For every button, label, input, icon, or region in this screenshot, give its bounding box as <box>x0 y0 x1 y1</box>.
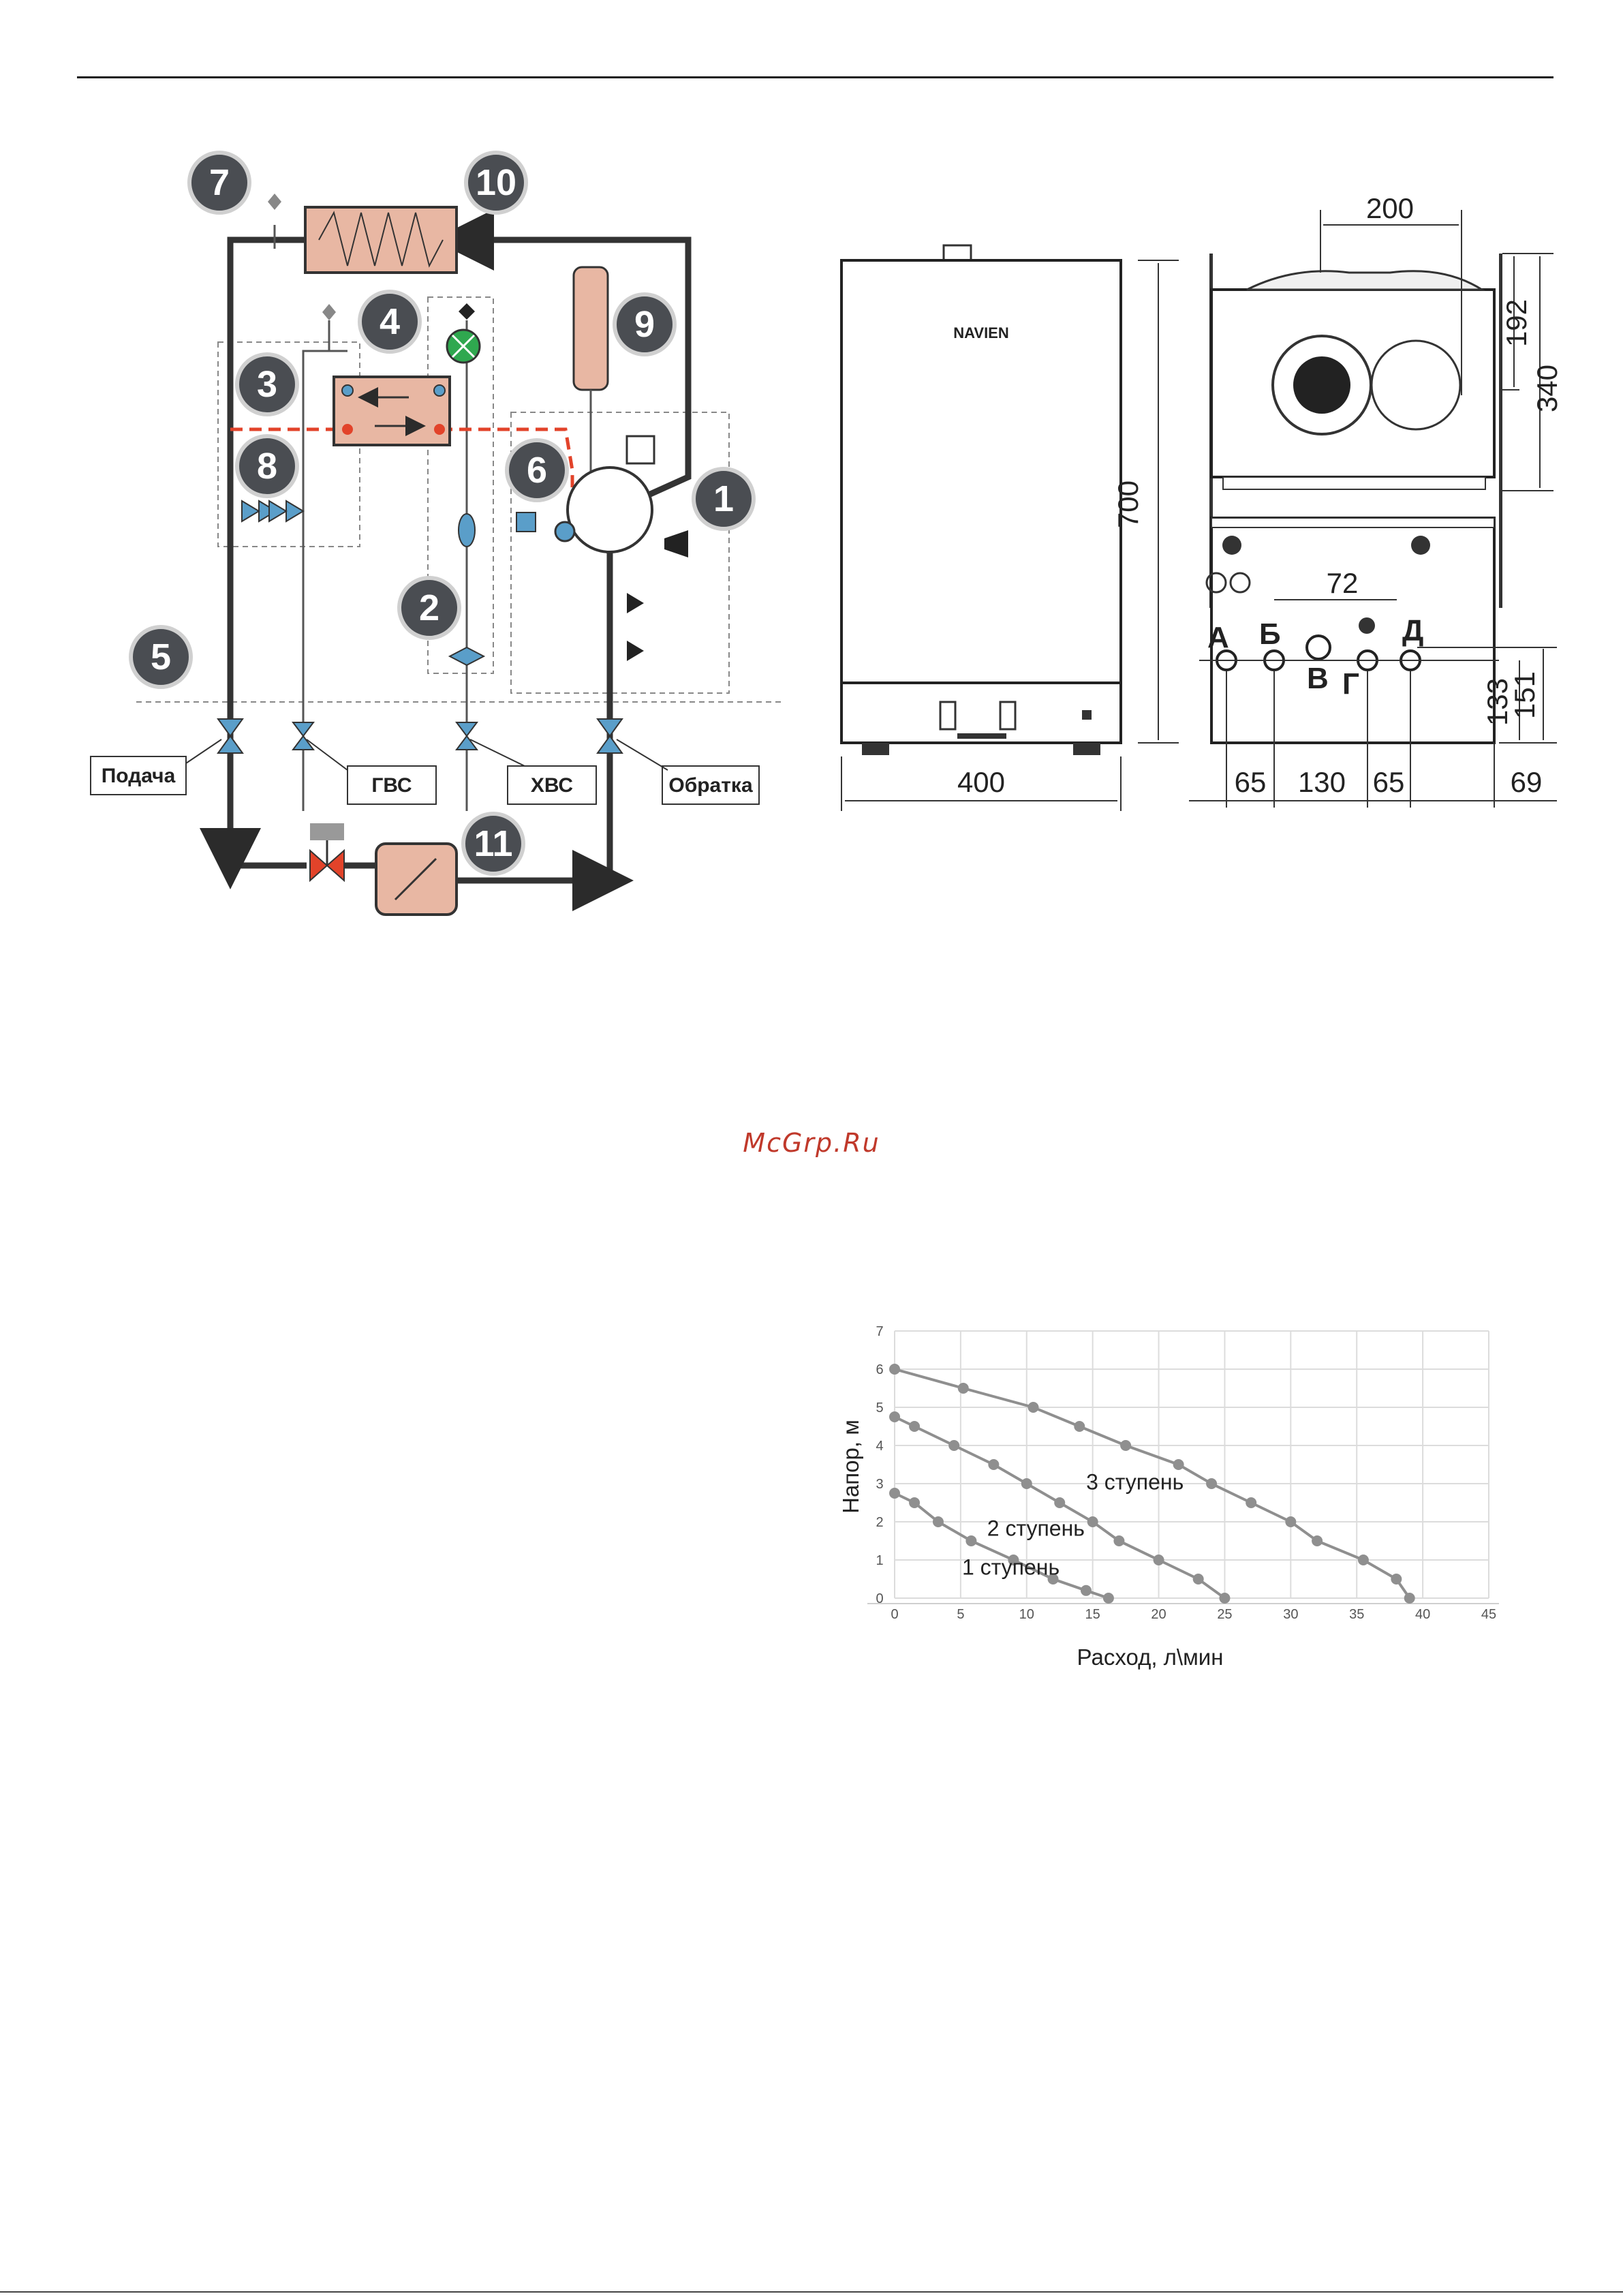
series-point <box>1054 1497 1065 1508</box>
dim-depth-partial: 192 <box>1500 299 1532 347</box>
x-tick-label: 5 <box>957 1607 964 1622</box>
series-point <box>958 1383 969 1394</box>
label-g: Г <box>1342 667 1359 701</box>
x-tick-label: 25 <box>1217 1607 1232 1622</box>
x-tick-label: 40 <box>1415 1607 1430 1622</box>
x-tick-label: 10 <box>1019 1607 1034 1622</box>
series-point <box>1154 1555 1164 1565</box>
x-tick-label: 15 <box>1085 1607 1100 1622</box>
x-tick-label: 35 <box>1349 1607 1364 1622</box>
dim-bottom-1: 65 <box>1235 766 1267 798</box>
series-point <box>1027 1402 1038 1413</box>
bottom-rule <box>0 2291 1623 2293</box>
label-return: Обратка <box>668 774 753 797</box>
conn-v <box>1307 636 1330 659</box>
y-tick-label: 0 <box>876 1591 883 1606</box>
series-point <box>1103 1593 1114 1604</box>
series-point <box>933 1516 944 1527</box>
series-point <box>1285 1516 1296 1527</box>
label-v: В <box>1307 662 1329 695</box>
series-label-3: 3 ступень <box>1086 1469 1184 1494</box>
label-a: А <box>1207 621 1229 654</box>
series-label-2: 2 ступень <box>987 1516 1085 1541</box>
series-point <box>1074 1421 1085 1432</box>
series-label-1: 1 ступень <box>962 1555 1060 1579</box>
label-cold-water: ХВС <box>531 774 573 797</box>
x-tick-label: 45 <box>1481 1607 1496 1622</box>
y-tick-label: 4 <box>876 1439 883 1454</box>
label-d: Д <box>1402 614 1423 647</box>
series-point <box>1021 1478 1032 1489</box>
schema-callouts: Подача ГВС ХВС Обратка <box>0 0 811 954</box>
dim-depth: 340 <box>1531 365 1563 412</box>
brand-logo: NAVIEN <box>953 324 1009 341</box>
label-supply: Подача <box>102 765 176 787</box>
watermark: McGrp.Ru <box>0 1128 1623 1158</box>
series-point <box>889 1411 900 1422</box>
series-point <box>948 1440 959 1451</box>
dim-top-offset: 200 <box>1366 192 1414 224</box>
series-point <box>1120 1440 1131 1451</box>
series-point <box>889 1364 900 1375</box>
chart-x-axis-label: Расход, л\мин <box>1077 1644 1224 1670</box>
series-point <box>909 1421 920 1432</box>
chart-y-axis-label: Напор, м <box>838 1420 863 1514</box>
dim-conn-high: 151 <box>1509 671 1541 719</box>
series-line-1 <box>895 1493 1109 1598</box>
series-point <box>1404 1593 1415 1604</box>
series-point <box>1087 1516 1098 1527</box>
x-tick-label: 0 <box>891 1607 898 1622</box>
series-point <box>1173 1459 1184 1470</box>
series-point <box>1206 1478 1217 1489</box>
label-b: Б <box>1259 617 1281 651</box>
x-tick-label: 30 <box>1283 1607 1298 1622</box>
series-point <box>1219 1593 1230 1604</box>
dim-width: 400 <box>957 766 1005 798</box>
series-point <box>1358 1555 1369 1565</box>
dim-bottom-3: 65 <box>1373 766 1405 798</box>
dim-center-spacing: 72 <box>1327 567 1359 599</box>
series-point <box>1312 1535 1323 1546</box>
series-point <box>965 1535 976 1546</box>
series-point <box>909 1497 920 1508</box>
dimension-drawing: NAVIEN 400 700 200 192 340 <box>818 136 1581 818</box>
y-tick-label: 2 <box>876 1515 883 1530</box>
y-tick-label: 7 <box>876 1324 883 1339</box>
y-tick-label: 6 <box>876 1362 883 1377</box>
series-point <box>1193 1574 1204 1585</box>
label-dhw: ГВС <box>371 774 412 797</box>
dim-height: 700 <box>1112 480 1144 528</box>
x-tick-label: 20 <box>1151 1607 1166 1622</box>
series-point <box>889 1488 900 1499</box>
front-view: NAVIEN 400 700 <box>841 245 1179 811</box>
y-tick-label: 1 <box>876 1553 883 1568</box>
series-point <box>1081 1585 1092 1596</box>
series-point <box>988 1459 999 1470</box>
series-point <box>1246 1497 1256 1508</box>
y-tick-label: 5 <box>876 1400 883 1415</box>
series-point <box>1391 1574 1402 1585</box>
y-tick-label: 3 <box>876 1477 883 1492</box>
series-point <box>1113 1535 1124 1546</box>
dim-bottom-4: 69 <box>1511 766 1543 798</box>
dim-bottom-2: 130 <box>1298 766 1346 798</box>
